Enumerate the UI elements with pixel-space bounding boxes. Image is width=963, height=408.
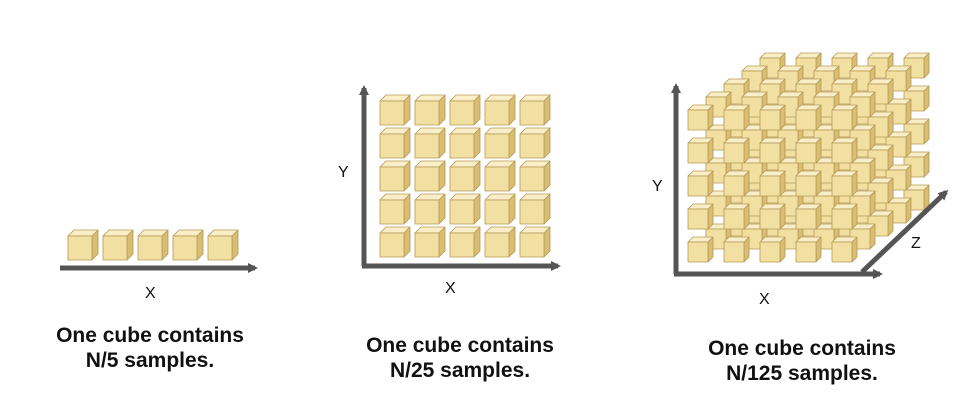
cube — [759, 236, 786, 263]
caption-2d-line2: N/25 samples. — [389, 359, 531, 382]
cube — [414, 127, 446, 159]
cube — [795, 236, 822, 263]
cube — [759, 104, 786, 131]
cube — [449, 226, 481, 258]
cube — [849, 157, 876, 184]
cube — [137, 229, 169, 261]
cube — [831, 104, 858, 131]
cube — [831, 236, 858, 263]
y-axis-label-2d: Y — [338, 164, 349, 181]
cube — [379, 226, 411, 258]
z-axis-3d — [860, 189, 949, 274]
cube — [519, 226, 551, 258]
cube — [723, 104, 750, 131]
cube — [379, 193, 411, 225]
cube — [449, 193, 481, 225]
caption-1d-line2: N/5 samples. — [85, 349, 215, 372]
cube — [831, 137, 858, 164]
cube — [723, 203, 750, 230]
caption-1d: One cube contains N/5 samples. — [20, 323, 280, 373]
cube — [723, 170, 750, 197]
caption-3d-line1: One cube contains — [708, 337, 896, 360]
x-axis-label-2d: X — [445, 280, 456, 297]
cube — [484, 94, 516, 126]
caption-2d: One cube contains N/25 samples. — [330, 333, 590, 383]
caption-2d-line1: One cube contains — [366, 334, 554, 357]
cube — [449, 127, 481, 159]
cube — [687, 203, 714, 230]
cube — [519, 127, 551, 159]
cube — [519, 94, 551, 126]
cube — [484, 226, 516, 258]
cube — [414, 226, 446, 258]
cube — [519, 193, 551, 225]
cube — [449, 160, 481, 192]
cube — [759, 203, 786, 230]
cube — [831, 170, 858, 197]
cube — [687, 104, 714, 131]
cube — [379, 94, 411, 126]
cube — [484, 127, 516, 159]
y-axis-label-3d: Y — [652, 178, 663, 195]
cube — [687, 170, 714, 197]
cube — [102, 229, 134, 261]
panel-1d: X — [60, 229, 258, 302]
cube — [207, 229, 239, 261]
cube — [414, 160, 446, 192]
z-axis-label-3d: Z — [911, 235, 921, 252]
cube — [414, 193, 446, 225]
cube — [849, 91, 876, 118]
cube — [484, 193, 516, 225]
cube — [484, 160, 516, 192]
cube — [414, 94, 446, 126]
x-axis-label-3d: X — [759, 291, 770, 308]
cube-block-3d — [687, 52, 930, 263]
panel-3d: Y X Z — [652, 52, 949, 308]
cube — [759, 170, 786, 197]
cube — [903, 118, 930, 145]
cube — [67, 229, 99, 261]
cube-grid-2d — [379, 94, 551, 258]
caption-3d: One cube contains N/125 samples. — [672, 336, 932, 386]
cube — [379, 127, 411, 159]
panel-2d: Y X — [338, 85, 561, 297]
cube — [723, 236, 750, 263]
caption-3d-line2: N/125 samples. — [726, 362, 878, 385]
cube — [795, 203, 822, 230]
x-axis-label-1d: X — [145, 285, 156, 302]
cube-row-1d — [67, 229, 239, 261]
cube — [172, 229, 204, 261]
cube — [831, 203, 858, 230]
caption-1d-line1: One cube contains — [56, 324, 244, 347]
cube — [795, 104, 822, 131]
cube — [519, 160, 551, 192]
cube — [687, 137, 714, 164]
cube — [795, 170, 822, 197]
cube — [687, 236, 714, 263]
cube — [449, 94, 481, 126]
cube — [759, 137, 786, 164]
cube — [795, 137, 822, 164]
cube — [379, 160, 411, 192]
cube — [723, 137, 750, 164]
